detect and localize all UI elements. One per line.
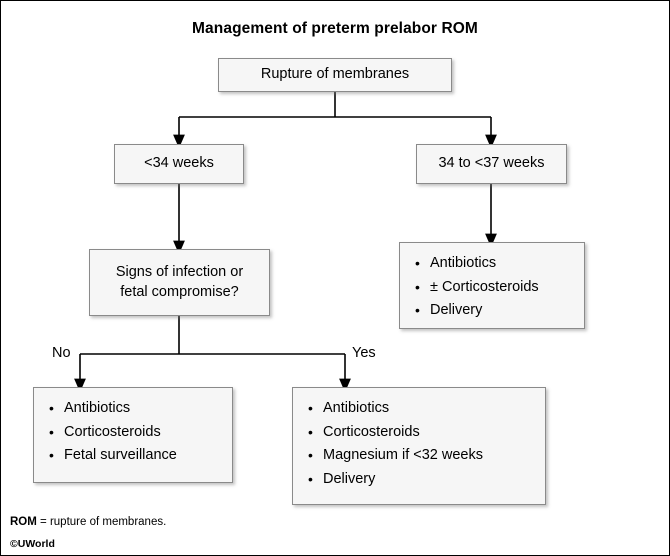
page-title: Management of preterm prelabor ROM [192, 20, 478, 37]
list-item: Delivery [415, 299, 576, 323]
list-item: Antibiotics [49, 397, 224, 421]
term-management-list: Antibiotics ± Corticosteroids Delivery [400, 243, 584, 332]
node-signs-of-infection: Signs of infection or fetal compromise? [89, 249, 270, 316]
node-34-to-37-weeks: 34 to <37 weeks [416, 144, 567, 184]
list-item: Antibiotics [415, 252, 576, 276]
list-item: Delivery [308, 468, 537, 492]
no-branch-list: Antibiotics Corticosteroids Fetal survei… [34, 388, 232, 477]
footnote-abbrev: ROM [10, 516, 37, 528]
node-signs-of-infection-line2: fetal compromise? [120, 283, 239, 300]
node-less-than-34-weeks-label: <34 weeks [144, 155, 214, 172]
node-signs-of-infection-line1: Signs of infection or [115, 263, 244, 280]
node-no-branch-management: Antibiotics Corticosteroids Fetal survei… [33, 387, 233, 483]
node-less-than-34-weeks: <34 weeks [114, 144, 244, 184]
list-item: ± Corticosteroids [415, 276, 576, 300]
node-yes-branch-management: Antibiotics Corticosteroids Magnesium if… [292, 387, 546, 505]
edge-label-no: No [52, 345, 71, 361]
list-item: Corticosteroids [308, 421, 537, 445]
yes-branch-list: Antibiotics Corticosteroids Magnesium if… [293, 388, 545, 500]
list-item: Fetal surveillance [49, 444, 224, 468]
edge-label-yes: Yes [352, 345, 376, 361]
node-34-to-37-weeks-label: 34 to <37 weeks [438, 155, 545, 172]
copyright: ©UWorld [10, 538, 55, 550]
list-item: Corticosteroids [49, 421, 224, 445]
node-term-management: Antibiotics ± Corticosteroids Delivery [399, 242, 585, 329]
list-item: Magnesium if <32 weeks [308, 444, 537, 468]
footnote: ROM = rupture of membranes. [10, 516, 166, 528]
node-rupture-of-membranes-label: Rupture of membranes [260, 66, 410, 83]
footnote-text: = rupture of membranes. [36, 516, 167, 528]
node-rupture-of-membranes: Rupture of membranes [218, 58, 452, 92]
list-item: Antibiotics [308, 397, 537, 421]
